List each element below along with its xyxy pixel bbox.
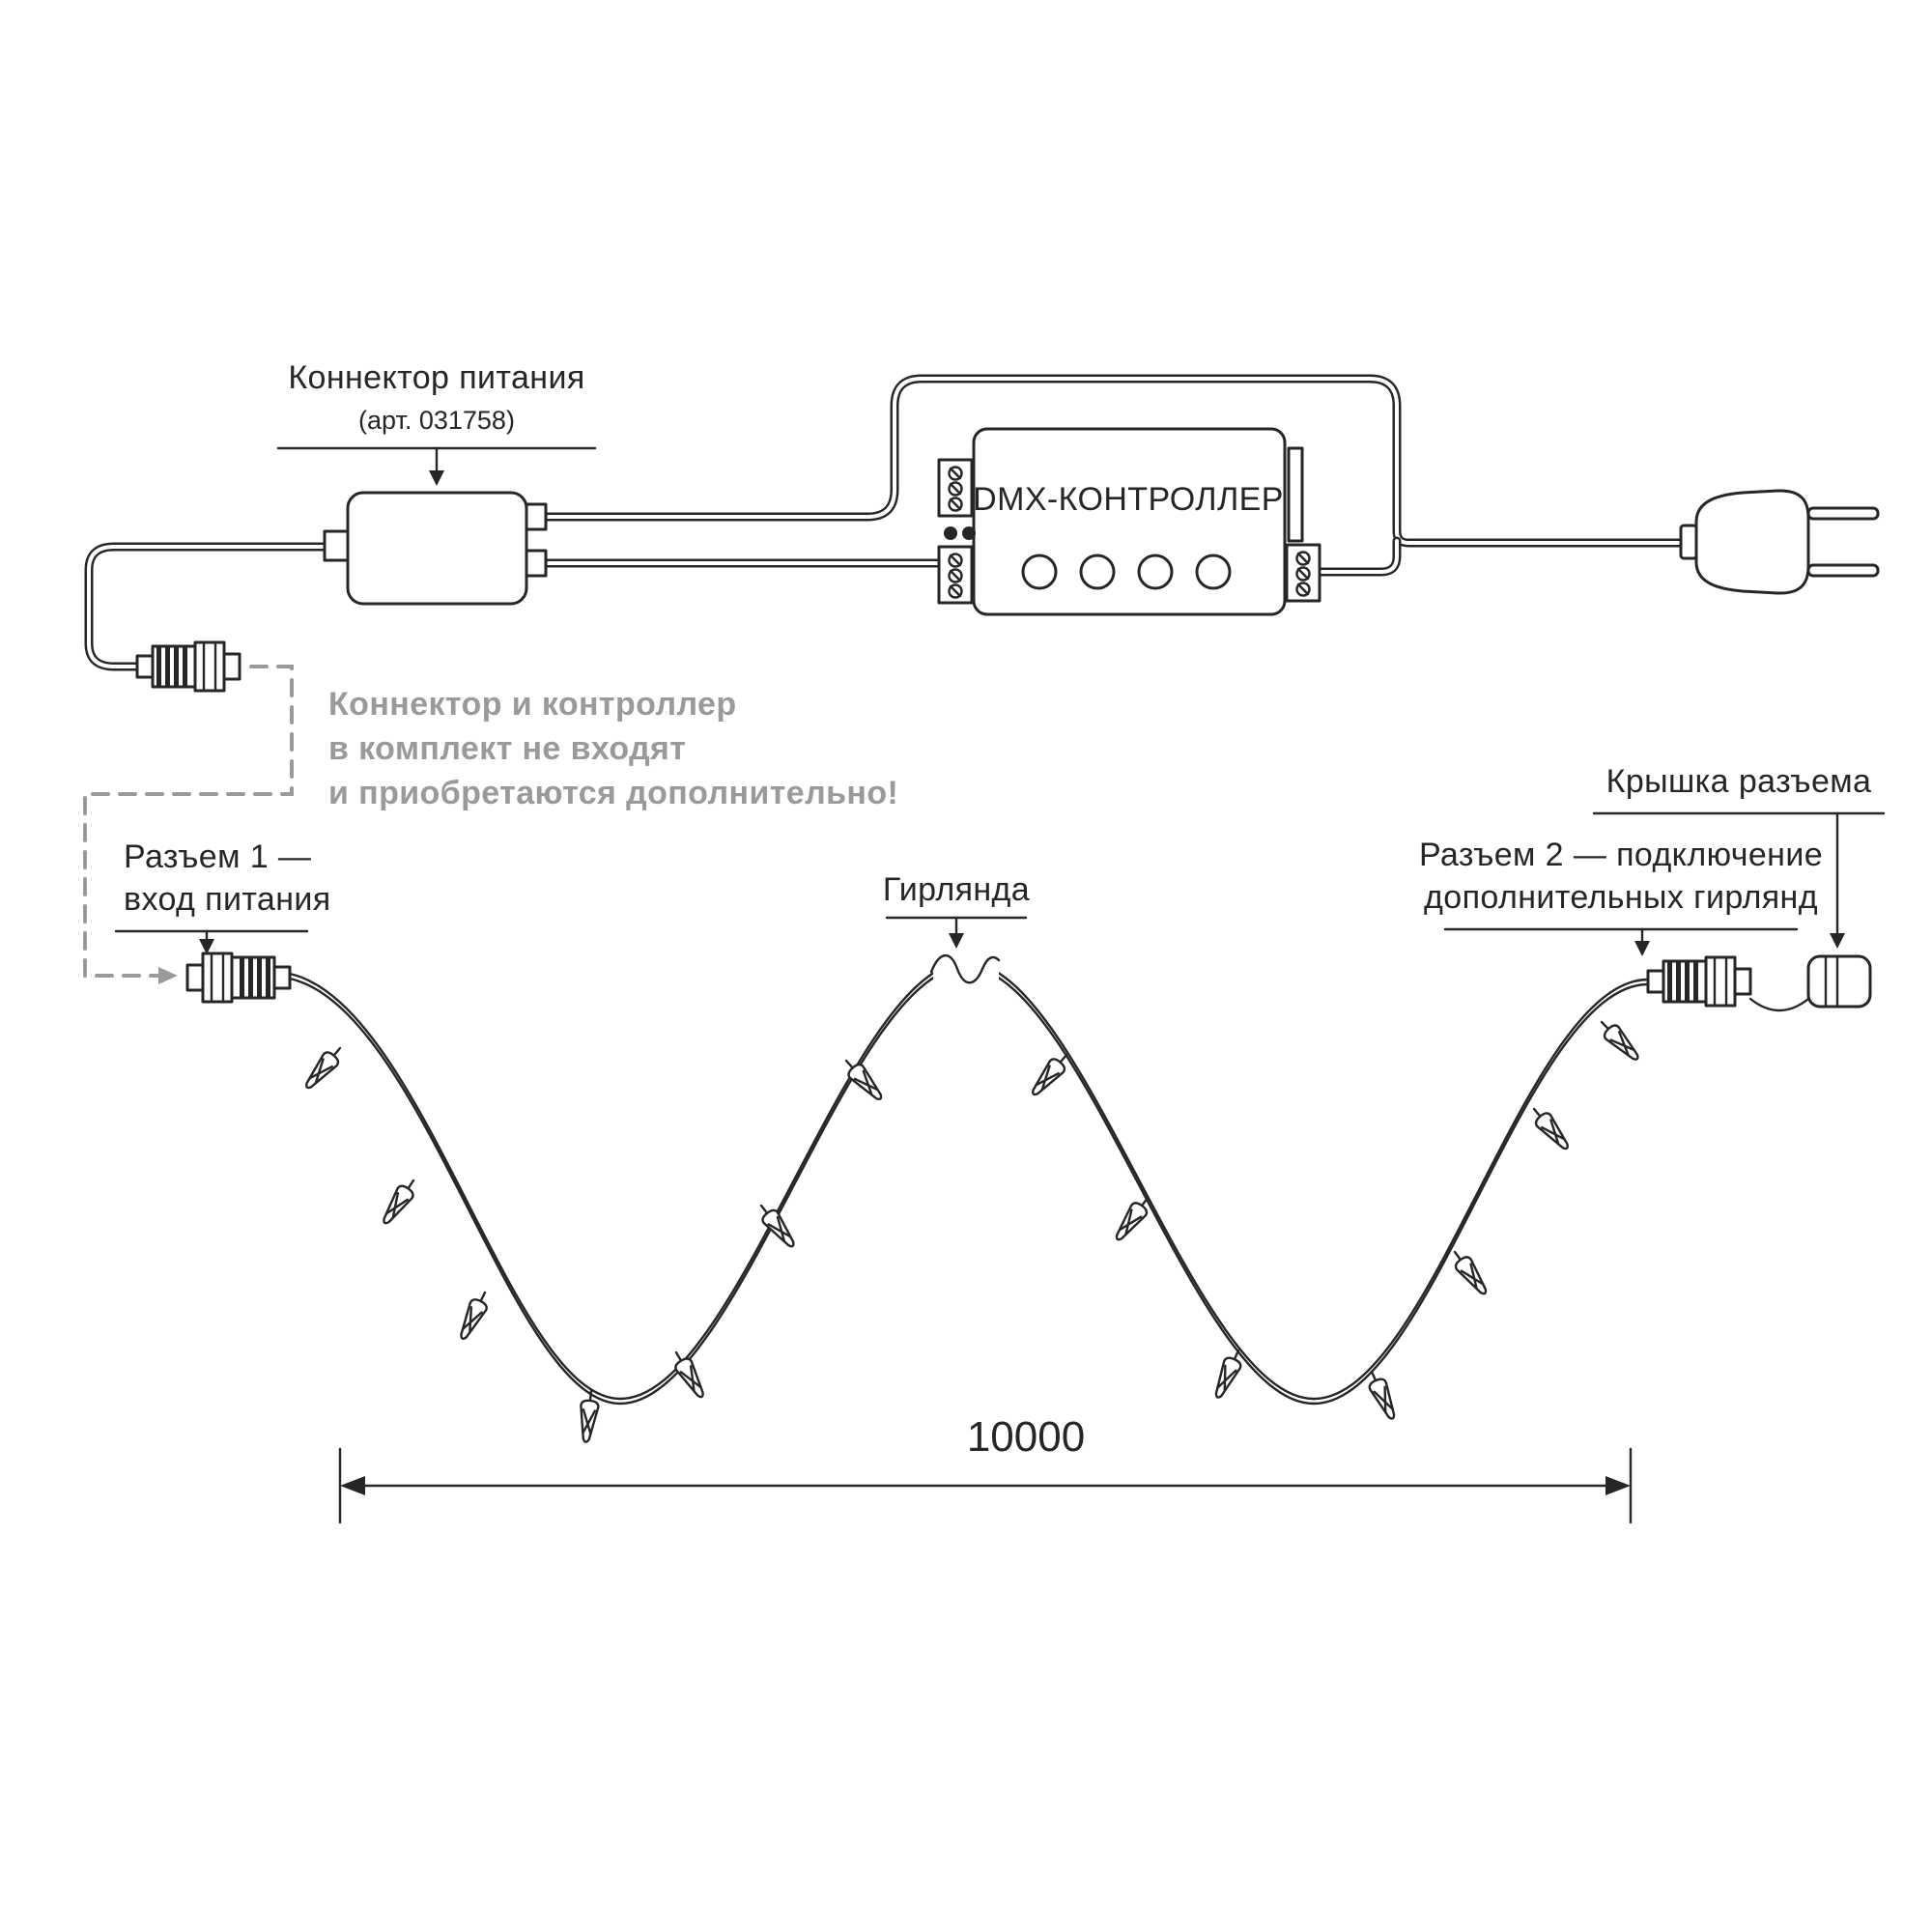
controller-terminal-stub-cable (1315, 536, 1402, 577)
note-line3: и приобретаются дополнительно! (328, 775, 898, 811)
dashed-guide-line (83, 665, 294, 978)
arrow-right-icon (1605, 1476, 1631, 1495)
led-bulb (1025, 1048, 1075, 1101)
arrow-left-icon (340, 1476, 365, 1495)
dimension-line: 10000 (338, 1413, 1633, 1524)
terminal-block-left-bottom (937, 545, 974, 605)
led-bulb (298, 1041, 349, 1094)
controller-dot (962, 526, 976, 540)
led-bulb (1362, 1367, 1402, 1424)
note-line2: в комплект не входят (328, 730, 686, 767)
connector2-label-line1: Разъем 2 — подключение (1419, 837, 1823, 873)
led-bulb (376, 1174, 422, 1230)
connector1-label-line2: вход питания (124, 881, 331, 918)
connector1-label-line1: Разъем 1 — (124, 838, 311, 875)
garland-label: Гирлянда (883, 871, 1030, 908)
power-connector-device (323, 491, 548, 606)
arrow-down-icon (949, 933, 964, 949)
note-line1: Коннектор и контроллер (328, 686, 737, 723)
cap-label: Крышка разъема (1606, 763, 1872, 800)
arrow-down-icon (1830, 933, 1845, 949)
led-bulbs (298, 1014, 1645, 1444)
terminal-block-right (1285, 543, 1321, 603)
cap-tether (1748, 997, 1810, 1012)
gray-arrow-right-icon (158, 967, 178, 984)
cap-callout: Крышка разъема (1592, 763, 1886, 949)
power-cable-left (84, 542, 331, 671)
arrow-down-icon (199, 939, 214, 954)
power-connector-callout: Коннектор питания (арт. 031758) (276, 359, 597, 486)
controller-dot (944, 526, 957, 540)
power-plug-icon (1679, 489, 1880, 595)
led-bulb (838, 1053, 889, 1106)
connector1-callout: Разъем 1 — вход питания (114, 838, 331, 954)
connector1-plug (185, 952, 292, 1004)
garland-callout: Гирлянда (883, 871, 1030, 949)
led-bulb (1525, 1102, 1576, 1155)
dimension-value: 10000 (967, 1413, 1085, 1461)
dmx-controller: DMX-КОНТРОЛЛЕР (937, 427, 1321, 616)
connector2-label-line2: дополнительных гирлянд (1424, 879, 1818, 916)
terminal-block-left-top (937, 458, 974, 518)
connector2-plug (1646, 955, 1752, 1008)
led-bulb (453, 1287, 495, 1344)
arrow-down-icon (429, 470, 444, 486)
power-connector-art-label: (арт. 031758) (358, 406, 515, 435)
not-included-note: Коннектор и контроллер в комплект не вхо… (328, 686, 898, 811)
arrow-down-icon (1634, 941, 1650, 956)
led-bulb (1446, 1245, 1493, 1300)
controller-buttons (1021, 554, 1232, 590)
input-plug-connector (135, 640, 242, 693)
power-connector-label: Коннектор питания (288, 359, 584, 396)
led-bulb (1594, 1014, 1645, 1066)
connector-cap (1806, 954, 1872, 1009)
dmx-controller-label: DMX-КОНТРОЛЛЕР (973, 481, 1284, 518)
garland-wire (288, 943, 1650, 1406)
wire-break-icon (929, 953, 1001, 984)
connector2-callout: Разъем 2 — подключение дополнительных ги… (1419, 837, 1823, 956)
